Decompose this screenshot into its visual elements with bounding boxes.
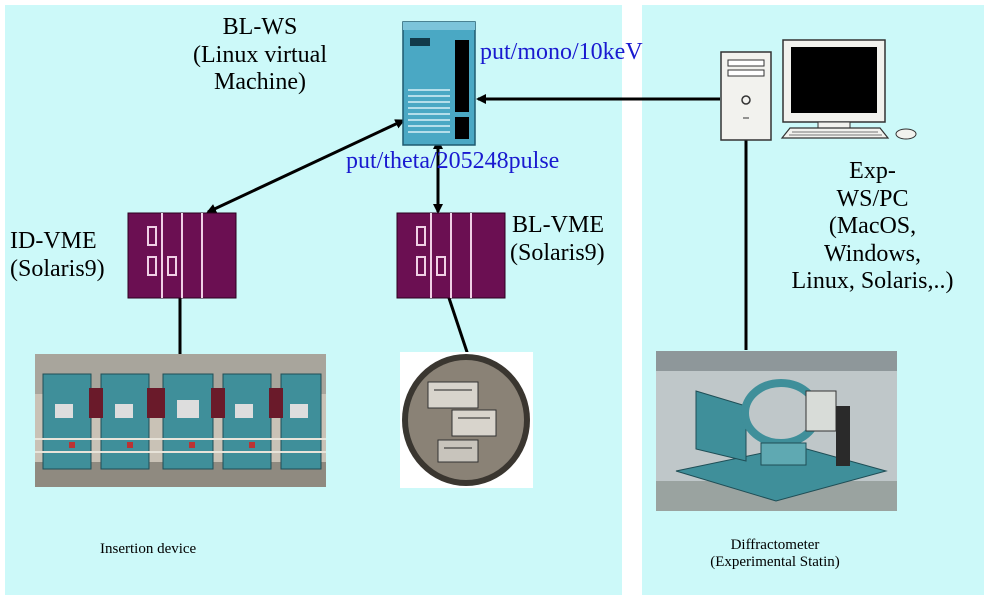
bl-ws-label-line: Machine) [214,69,306,96]
exp-ws-label-line: Windows, [823,240,922,267]
exp-ws-label: Exp- WS/PC (MacOS, Windows, Linux, Solar… [760,158,985,296]
id-vme-label-line: (Solaris9) [10,255,105,282]
put-mono-command: put/mono/10keV [480,39,643,65]
diffractometer-caption: Diffractometer (Experimental Statin) [690,537,860,572]
monochromator-photo [400,352,533,488]
diffractometer-photo [656,351,897,511]
insertion-device-photo [35,354,326,487]
bl-ws-label: BL-WS (Linux virtual Machine) [160,14,360,97]
put-theta-command: put/theta/205248pulse [346,148,560,174]
control-network-panel [5,5,622,595]
bl-vme-label-line: (Solaris9) [510,239,605,266]
exp-ws-label-line: Linux, Solaris,..) [791,268,954,295]
bl-vme-label: BL-VME (Solaris9) [510,212,605,267]
bl-vme-label-line: BL-VME [512,212,604,238]
link-blws-idvme [206,119,406,214]
diffractometer-caption-line: (Experimental Statin) [710,554,840,571]
bl-ws-label-line: (Linux virtual [193,41,327,68]
insertion-device-caption: Insertion device [100,541,197,557]
diffractometer-drawing [656,351,897,511]
id-vme-label-line: ID-VME [10,228,97,254]
insertion-device-drawing [35,354,326,487]
monochromator-drawing [402,354,530,486]
exp-ws-label-line: (MacOS, [828,213,917,240]
id-vme-label: ID-VME (Solaris9) [10,228,105,283]
exp-ws-label-line: WS/PC [836,185,909,212]
bl-ws-label-line: BL-WS [222,14,298,40]
link-blvme-mono [447,297,470,356]
diffractometer-caption-line: Diffractometer [730,537,820,553]
exp-ws-label-line: Exp- [849,158,896,184]
